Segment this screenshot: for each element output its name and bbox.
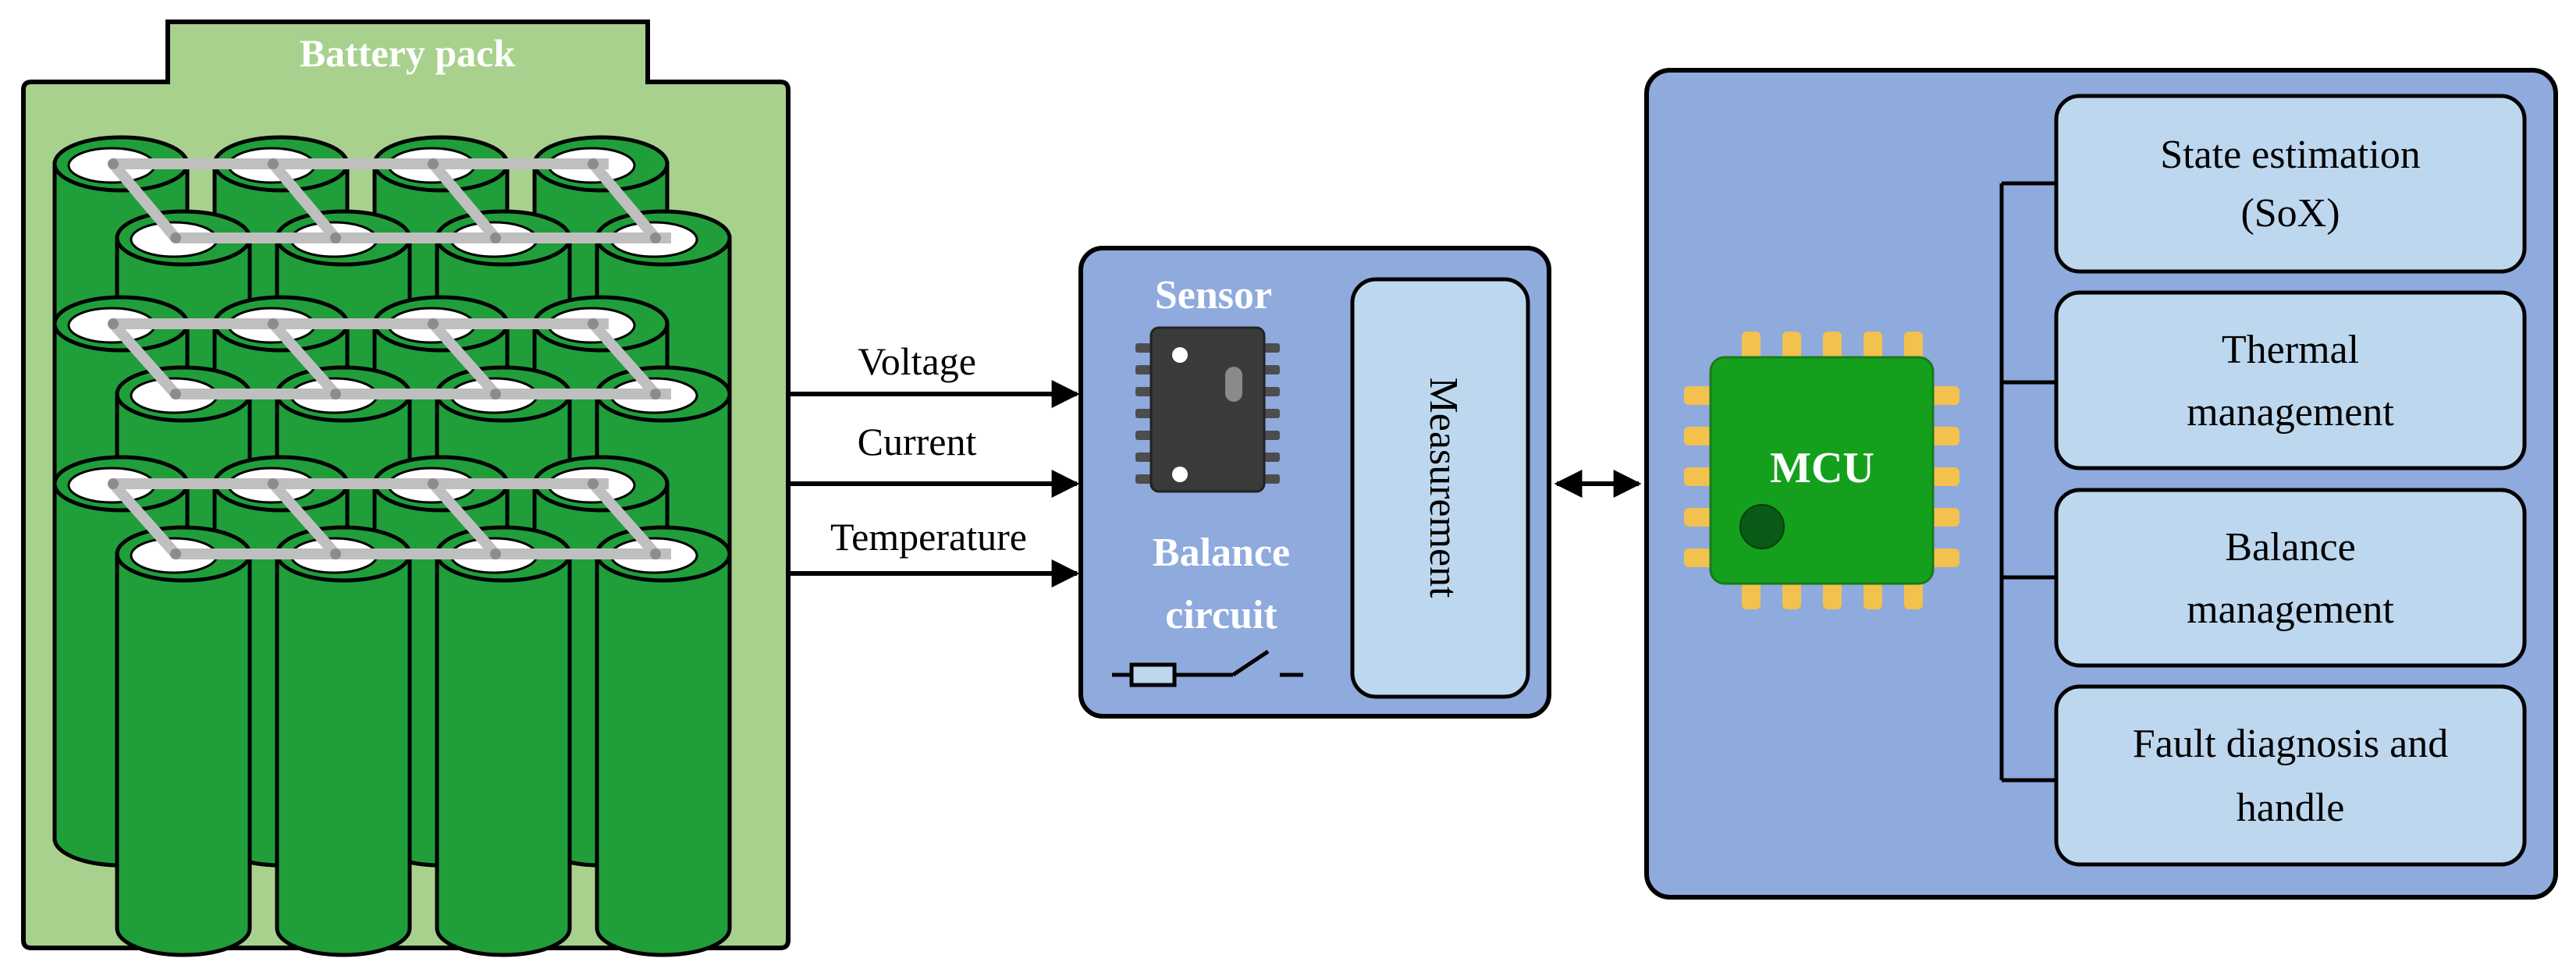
controller-panel: MCU State estimation (SoX) Thermal manag… bbox=[1644, 68, 2558, 900]
battery-cell bbox=[115, 525, 252, 957]
sensor-label: Sensor bbox=[1155, 273, 1272, 318]
balance-label-line1: Balance bbox=[1153, 531, 1290, 575]
function-box-1: Thermal management bbox=[2054, 290, 2527, 470]
function-bracket bbox=[1999, 181, 2056, 783]
busbar-group-2 bbox=[108, 478, 671, 559]
function-box-0: State estimation (SoX) bbox=[2054, 94, 2527, 274]
voltage-label: Voltage bbox=[858, 339, 976, 383]
function-2-line1: Balance bbox=[2225, 525, 2355, 570]
function-0-line2: (SoX) bbox=[2240, 191, 2340, 236]
battery-pack-title: Battery pack bbox=[300, 31, 516, 75]
function-3-line2: handle bbox=[2237, 786, 2345, 830]
function-box-3: Fault diagnosis and handle bbox=[2054, 684, 2527, 867]
function-2-line2: management bbox=[2187, 587, 2394, 632]
mcu-label: MCU bbox=[1770, 444, 1874, 492]
sensor-chip-icon bbox=[1135, 326, 1280, 493]
measurement-box bbox=[1350, 277, 1530, 699]
signal-arrows: Voltage Current Temperature bbox=[788, 339, 1080, 587]
current-label: Current bbox=[858, 420, 977, 463]
function-3-line1: Fault diagnosis and bbox=[2133, 722, 2448, 766]
battery-cell bbox=[275, 525, 412, 957]
battery-cells bbox=[52, 135, 732, 957]
battery-cell bbox=[435, 525, 572, 957]
function-box-2: Balance management bbox=[2054, 488, 2527, 668]
battery-cell bbox=[595, 525, 732, 957]
temperature-label: Temperature bbox=[830, 515, 1027, 559]
mcu-chip-icon: MCU bbox=[1684, 332, 1960, 609]
busbar-group-1 bbox=[108, 318, 671, 399]
battery-pack-panel: Battery pack bbox=[21, 20, 791, 957]
function-1-line2: management bbox=[2187, 390, 2394, 435]
measurement-label: Measurement bbox=[1421, 377, 1466, 598]
sensor-module: Sensor Balance circuit Measurement bbox=[1078, 246, 1551, 719]
function-1-line1: Thermal bbox=[2222, 328, 2359, 372]
function-0-line1: State estimation bbox=[2160, 133, 2421, 177]
balance-switch-icon bbox=[1112, 649, 1303, 687]
balance-label-line2: circuit bbox=[1165, 593, 1277, 637]
busbar-group-0 bbox=[108, 158, 671, 243]
